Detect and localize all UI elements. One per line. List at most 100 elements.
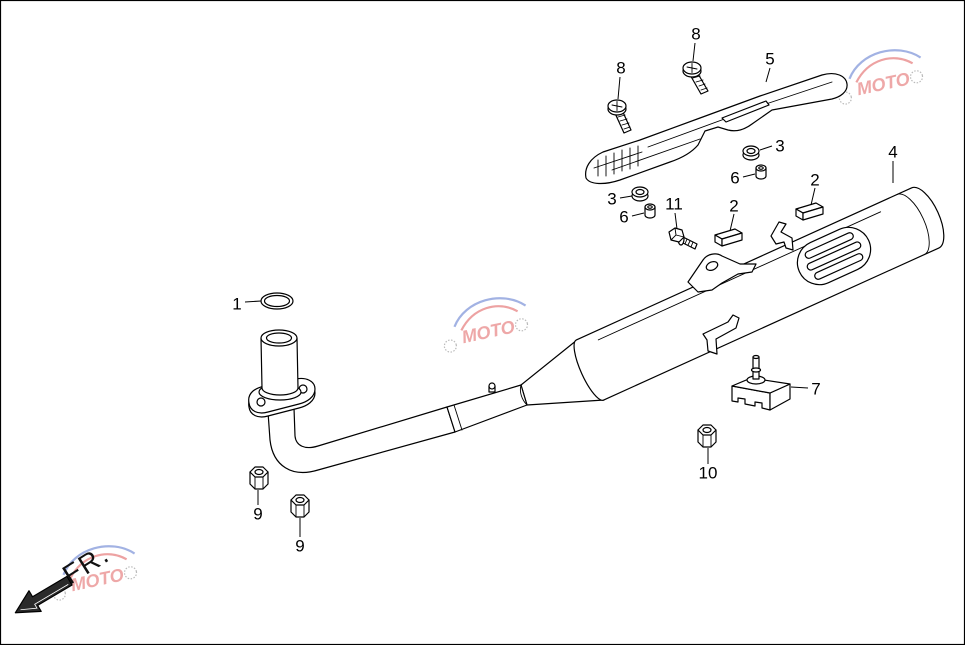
- grommet: [742, 145, 760, 161]
- watermark-gear: [909, 70, 924, 84]
- shield-ridge: [611, 138, 701, 171]
- callout-label: 4: [888, 143, 897, 162]
- watermark-gear: [123, 566, 138, 580]
- shield-grille: [597, 145, 639, 177]
- leader-line: [244, 300, 262, 303]
- callout-label: 11: [665, 195, 683, 214]
- callout-8: 8: [616, 59, 626, 100]
- collar: [755, 164, 767, 180]
- leader-line: [742, 173, 756, 178]
- leader-line: [790, 386, 809, 389]
- gasket-ring: [260, 292, 294, 310]
- stub-tube: [260, 337, 299, 396]
- bolt-hex-facet: [670, 227, 685, 241]
- callout-6: 6: [619, 208, 645, 227]
- nut-facet: [702, 434, 712, 448]
- arrow-highlight: [20, 584, 69, 611]
- hex-nut: [249, 466, 269, 490]
- bolt-thread: [684, 238, 694, 248]
- screw-thread: [617, 114, 631, 130]
- callout-label: 9: [253, 505, 262, 524]
- mount-pin-bulge: [750, 367, 762, 373]
- leader-line: [617, 76, 621, 100]
- collar-hole: [758, 166, 764, 170]
- hex-nut: [290, 494, 310, 518]
- watermark-gear: [443, 339, 457, 353]
- mount-pin-tip: [752, 354, 760, 360]
- upper-mount-bracket: [687, 253, 757, 293]
- callout-label: 10: [699, 464, 718, 483]
- shield-slot: [721, 100, 770, 123]
- block-side: [721, 232, 743, 247]
- callout-label: 3: [607, 190, 616, 209]
- callout-1: 1: [232, 295, 262, 314]
- nut-hole: [254, 468, 264, 476]
- hex-nut: [697, 424, 717, 448]
- arrow-down-left-icon: [14, 575, 73, 614]
- flange-bolt: [668, 227, 698, 250]
- callout-label: 9: [295, 537, 304, 556]
- nut-hole: [295, 496, 305, 504]
- callout-label: 1: [232, 295, 241, 314]
- nut-hole: [702, 426, 712, 434]
- mount-top: [731, 377, 791, 394]
- grommet: [631, 186, 649, 202]
- grommet-hole: [746, 147, 756, 155]
- hook-bracket: [770, 221, 794, 251]
- callout-label: 8: [691, 25, 700, 44]
- grommet-hole: [635, 188, 645, 196]
- leader-line: [729, 213, 735, 232]
- callout-10: 10: [699, 448, 718, 483]
- phillips-cross-icon: [686, 63, 698, 73]
- collar-hole: [647, 205, 653, 209]
- callout-label: 7: [811, 380, 820, 399]
- callout-label: 2: [729, 197, 738, 216]
- lower-mount-bracket: [702, 314, 740, 355]
- damper-block: [714, 228, 743, 247]
- leader-line: [674, 212, 678, 230]
- watermark-swoosh-pink: [69, 553, 128, 579]
- watermark-gear: [514, 318, 529, 332]
- callout-8: 8: [691, 25, 701, 62]
- flange-bolt-hole: [256, 397, 266, 407]
- callout-6: 6: [730, 169, 756, 188]
- leader-line: [619, 195, 633, 199]
- leader-line: [810, 187, 816, 206]
- screw: [607, 99, 632, 134]
- callout-label: 3: [775, 137, 784, 156]
- screw: [682, 61, 709, 95]
- sleeve-bolt-head: [488, 382, 496, 390]
- callout-label: 6: [730, 169, 739, 188]
- gasket-inner: [263, 294, 291, 308]
- muffler-vent-guard: [796, 226, 872, 286]
- callout-9: 9: [253, 490, 263, 524]
- callout-label: 6: [619, 208, 628, 227]
- callout-2: 2: [810, 171, 820, 206]
- callout-11: 11: [665, 195, 683, 230]
- callout-4: 4: [888, 143, 898, 183]
- watermark-swoosh-blue: [453, 297, 527, 328]
- nut-facet: [254, 476, 264, 490]
- arrow-shape: [14, 575, 73, 614]
- vent-slot: [814, 253, 864, 280]
- leader-line: [631, 212, 645, 217]
- callout-2: 2: [729, 197, 739, 232]
- nut-facet: [295, 504, 305, 518]
- callout-label: 8: [616, 59, 625, 78]
- muffler-brackets: [687, 221, 794, 355]
- sleeve-ring: [453, 404, 463, 431]
- leader-line: [765, 67, 771, 83]
- callout-7: 7: [790, 380, 821, 399]
- shield-grille-bar: [593, 151, 643, 169]
- rubber-mount: [731, 354, 791, 411]
- leader-line: [692, 42, 696, 62]
- callout-9: 9: [295, 518, 305, 556]
- phillips-cross-icon: [611, 101, 623, 111]
- leader-line: [759, 145, 773, 151]
- bracket-hole: [705, 261, 719, 271]
- collar: [644, 203, 656, 219]
- callout-3: 3: [759, 137, 785, 156]
- watermark-swoosh-pink: [855, 57, 914, 83]
